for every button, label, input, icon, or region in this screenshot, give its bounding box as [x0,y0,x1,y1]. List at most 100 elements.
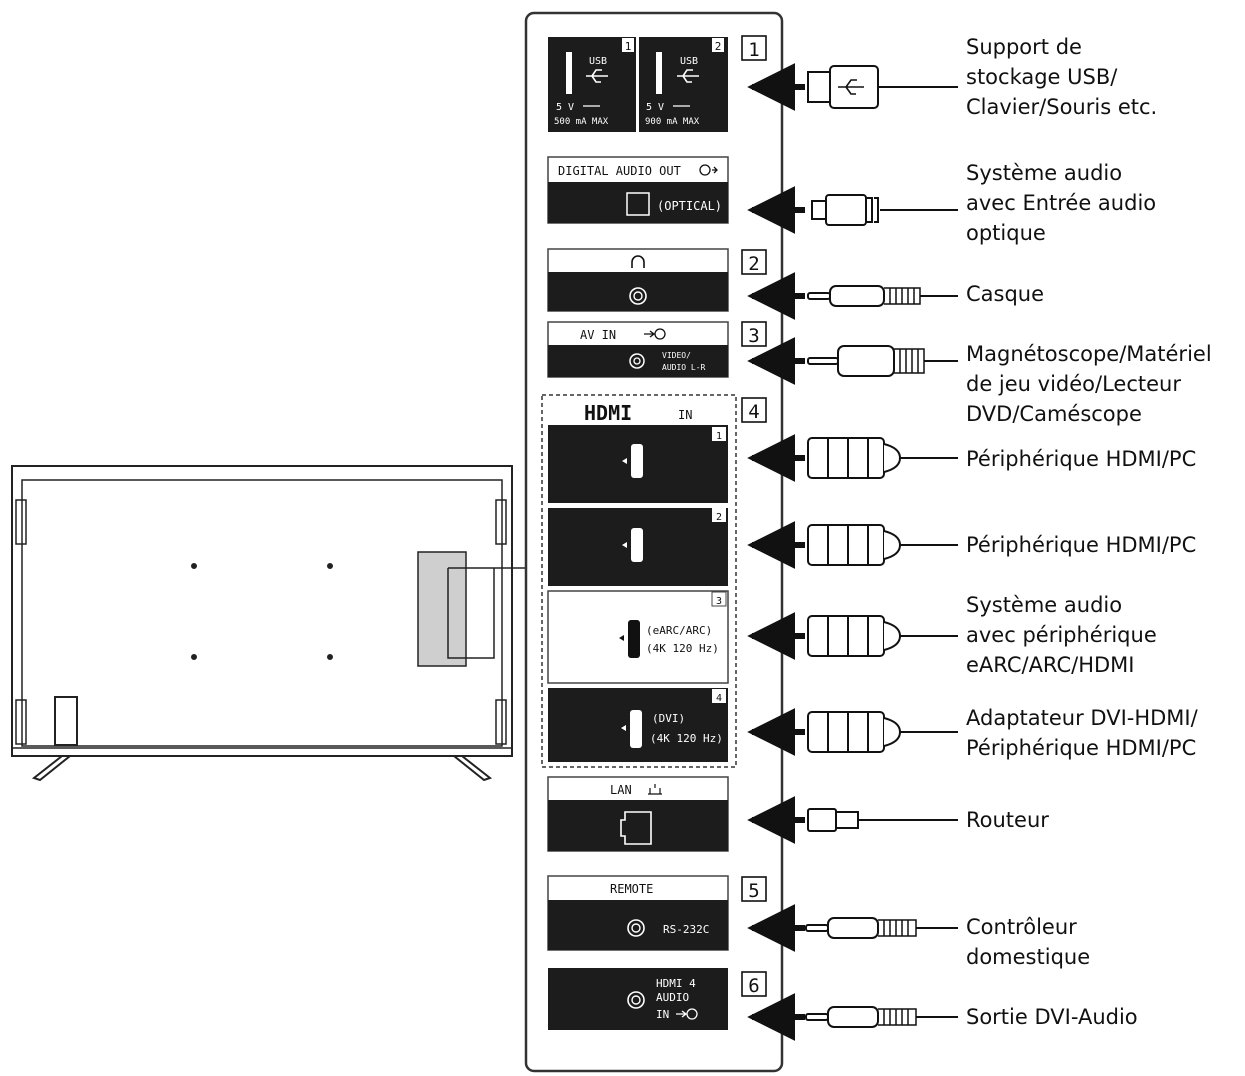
tv-back-view [11,465,513,782]
usb-port1-label: USB [589,56,607,67]
label-line: Système audio [966,161,1123,185]
digital-audio-title: DIGITAL AUDIO OUT [558,164,681,178]
jack-icon [627,991,645,1009]
label-line: Routeur [966,808,1049,832]
hdmi-socket-icon [631,528,643,562]
label-line: Périphérique HDMI/PC [966,533,1197,557]
label-line: Adaptateur DVI-HDMI/ [966,706,1198,730]
label-line: domestique [966,945,1091,969]
zoom-connector [447,567,525,659]
usb-port2-num: 2 [715,40,722,53]
usb-plug-icon [807,65,958,109]
optical-plug-icon [811,194,958,226]
hdmi-plug-icon [807,524,958,566]
remote-port: REMOTE RS-232C [547,875,729,951]
hdmi-ports: HDMI IN 1 2 3 (eARC/ARC) (4K 120 Hz) 4 (… [541,394,737,768]
input-icon [676,1010,688,1018]
headphone-port [547,248,729,312]
label-line: Système audio [966,593,1123,617]
label-line: Casque [966,282,1045,306]
av-in-title: AV IN [580,328,616,342]
usb-port1-rating: 5 V [556,102,574,113]
network-icon [648,784,662,795]
hdmi-logo: HDMI [584,401,632,425]
hdmi-plug-icon [807,711,958,753]
usb-port1-rating: 500 mA MAX [554,117,609,127]
label-usb-devices: Support de stockage USB/ Clavier/Souris … [966,32,1157,122]
hdmi-port4-line1: (DVI) [652,712,685,725]
callout-1: 1 [748,39,759,61]
hdmi-port4-line2: (4K 120 Hz) [650,732,723,745]
label-line: Support de [966,35,1082,59]
hdmi-plug-icon [807,615,958,657]
av-in-sub: VIDEO/ [662,351,691,360]
label-dvi-adapter: Adaptateur DVI-HDMI/ Périphérique HDMI/P… [966,703,1198,763]
usb-ports: 1 2 USB USB 5 V 500 mA MAX 5 V 900 mA MA… [548,37,728,132]
callout-6: 6 [748,975,759,997]
label-line: Périphérique HDMI/PC [966,447,1197,471]
usb-icon [677,69,699,83]
lan-port: LAN [547,776,729,852]
remote-title: REMOTE [610,882,653,896]
usb-port1-num: 1 [625,40,632,53]
lan-title: LAN [610,783,632,797]
label-hdmi-device-2: Périphérique HDMI/PC [966,530,1196,560]
label-router: Routeur [966,805,1049,835]
label-line: de jeu vidéo/Lecteur [966,372,1181,396]
label-line: Périphérique HDMI/PC [966,736,1197,760]
av-in-sub: AUDIO L-R [662,363,706,372]
hdmi-port3-line2: (4K 120 Hz) [646,642,719,655]
hdmi-port-num: 1 [716,431,722,442]
label-line: Contrôleur [966,915,1077,939]
output-icon [699,164,711,176]
hdmi-port-num: 4 [716,693,722,704]
label-line: Sortie DVI-Audio [966,1005,1138,1029]
av-in-port: AV IN VIDEO/ AUDIO L-R [547,321,729,378]
remote-plug-icon [805,917,958,939]
av-plug-icon [807,345,958,377]
callout-3: 3 [748,325,759,347]
label-dvi-audio-out: Sortie DVI-Audio [966,1002,1138,1032]
hdmi4-audio-line: HDMI 4 [656,977,696,990]
label-home-controller: Contrôleur domestique [966,912,1090,972]
remote-sub: RS-232C [663,923,709,936]
hdmi-socket-icon [630,710,642,748]
label-av-devices: Magnétoscope/Matériel de jeu vidéo/Lecte… [966,339,1212,429]
label-line: avec Entrée audio [966,191,1157,215]
cable-plugs [805,65,958,1028]
hdmi-socket-icon [631,444,643,478]
label-line: eARC/ARC/HDMI [966,653,1135,677]
hdmi4-audio-in-port: HDMI 4 AUDIO IN [548,968,728,1030]
hdmi-port3-line1: (eARC/ARC) [646,624,712,637]
jack-icon [629,287,647,305]
lan-plug-icon [807,808,958,832]
hdmi4-audio-line: IN [656,1008,669,1021]
label-line: avec périphérique [966,623,1157,647]
label-line: optique [966,221,1046,245]
label-earc-audio-system: Système audio avec périphérique eARC/ARC… [966,590,1157,680]
usb-port2-label: USB [680,56,698,67]
hdmi-socket-icon [628,620,640,658]
label-optical-audio-system: Système audio avec Entrée audio optique [966,158,1156,248]
optical-port-icon [626,192,650,216]
label-line: stockage USB/ [966,65,1118,89]
hdmi-plug-icon [807,437,958,479]
terminal-area-highlight [417,551,467,667]
usb-icon [586,69,608,83]
input-icon [644,330,656,338]
digital-audio-out-port: DIGITAL AUDIO OUT (OPTICAL) [547,156,729,224]
digital-audio-sub: (OPTICAL) [657,199,722,213]
hdmi-port-num: 2 [716,512,722,523]
lan-socket-icon [620,811,652,845]
jack-icon [629,353,645,369]
label-line: DVD/Caméscope [966,402,1142,426]
audio-plug-icon [805,1006,958,1028]
headphone-plug-icon [807,285,958,307]
jack-icon [627,919,645,937]
usb-port2-rating: 900 mA MAX [645,117,700,127]
hdmi4-audio-line: AUDIO [656,991,689,1004]
callout-4: 4 [748,401,759,423]
hdmi-port-num: 3 [716,596,722,607]
callout-5: 5 [748,880,759,902]
